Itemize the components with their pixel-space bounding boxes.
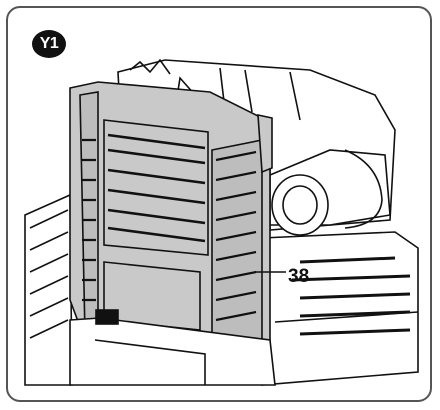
machine-base: [69, 309, 276, 386]
callout-label-38: 38: [288, 266, 310, 287]
right-outfeed-table: [261, 231, 419, 386]
dust-port: [269, 149, 391, 236]
step-badge: Y1: [32, 30, 66, 58]
left-infeed-table: [24, 193, 73, 386]
